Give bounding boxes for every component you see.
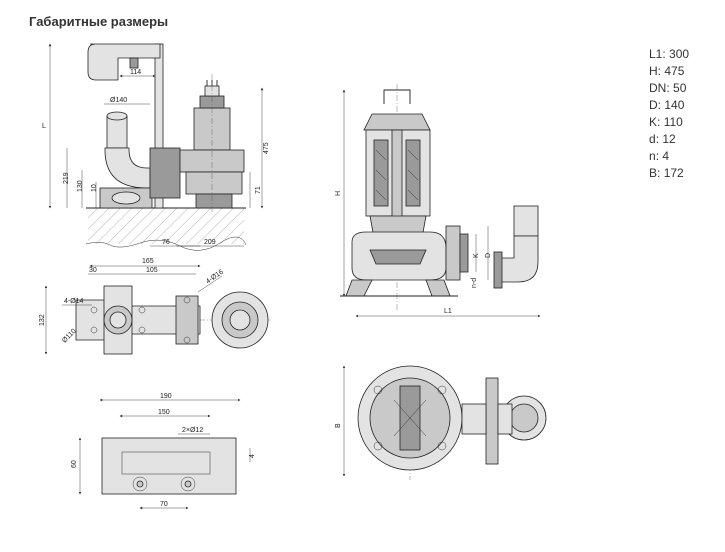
section-view: H L1 K D n-d — [335, 84, 541, 318]
dim-4-d16: 4-Ø16 — [205, 269, 225, 286]
bracket-plate — [101, 437, 237, 495]
foundation-hatch — [88, 208, 244, 244]
dim-475: 475 — [263, 142, 270, 154]
dim-130: 130 — [77, 180, 84, 192]
spec-l1: L1: 300 — [649, 47, 690, 61]
spec-list: L1: 300 H: 475 DN: 50 D: 140 K: 110 d: 1… — [649, 46, 689, 182]
label-k: K — [473, 253, 480, 258]
dim-4-d14: 4-Ø14 — [64, 298, 84, 305]
dim-60: 60 — [71, 460, 78, 468]
label-d: D — [485, 253, 492, 258]
dim-l: L — [42, 123, 46, 130]
label-h: H — [335, 191, 342, 196]
dim-10: 10 — [91, 184, 98, 192]
dim-71: 71 — [255, 186, 262, 194]
dim-114: 114 — [130, 69, 141, 76]
discharge-elbow — [513, 205, 539, 237]
coupling-claw — [149, 147, 181, 199]
dim-d140: Ø140 — [110, 97, 127, 104]
dim-190: 190 — [160, 393, 172, 400]
side-view: 114 Ø140 L 219 130 10 475 71 76 209 — [42, 43, 270, 251]
dim-76: 76 — [162, 239, 170, 246]
top-bracket — [87, 43, 161, 81]
dim-d110: Ø110 — [61, 328, 78, 345]
spec-d-hole: d: 12 — [649, 132, 676, 146]
dim-132: 132 — [39, 314, 46, 326]
top-view-right: B — [335, 365, 547, 480]
plan-view: 165 30 105 4-Ø16 4-Ø14 Ø110 132 — [39, 258, 270, 355]
spec-k: K: 110 — [649, 115, 683, 129]
spec-h: H: 475 — [649, 64, 685, 78]
dim-2x-d12: 2×Ø12 — [182, 427, 203, 434]
spec-n: n: 4 — [649, 149, 670, 163]
spec-b: B: 172 — [649, 166, 684, 180]
motor-top-cover — [363, 113, 431, 131]
dim-219: 219 — [63, 172, 70, 184]
dim-105: 105 — [146, 267, 158, 274]
discharge-pipe — [106, 115, 128, 149]
dim-30: 30 — [89, 267, 97, 274]
page-title: Габаритные размеры — [29, 14, 169, 29]
spec-dn: DN: 50 — [649, 81, 687, 95]
label-n-d: n-d — [471, 278, 478, 288]
dim-165: 165 — [142, 258, 154, 265]
dim-209: 209 — [204, 239, 216, 246]
spec-d: D: 140 — [649, 98, 685, 112]
dim-70: 70 — [160, 501, 168, 508]
label-b: B — [335, 423, 342, 428]
dim-4: 4 — [249, 454, 256, 458]
label-l1: L1 — [444, 308, 452, 315]
dim-150: 150 — [158, 409, 170, 416]
bracket-view: 190 150 2×Ø12 60 4 70 — [71, 393, 256, 510]
